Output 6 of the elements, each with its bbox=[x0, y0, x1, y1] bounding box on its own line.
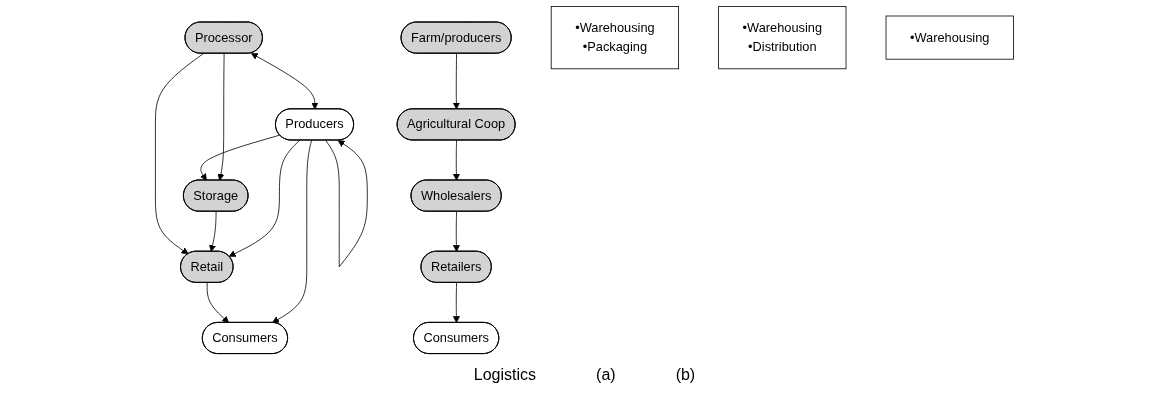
caption-label: Logistics bbox=[473, 366, 537, 384]
node-box: •Warehousing •Distribution bbox=[718, 6, 847, 70]
node-box: •Warehousing •Packaging bbox=[550, 6, 680, 70]
caption-label: (b) bbox=[675, 366, 696, 384]
node-box: •Warehousing bbox=[885, 15, 1014, 60]
caption-label: (a) bbox=[596, 366, 616, 384]
